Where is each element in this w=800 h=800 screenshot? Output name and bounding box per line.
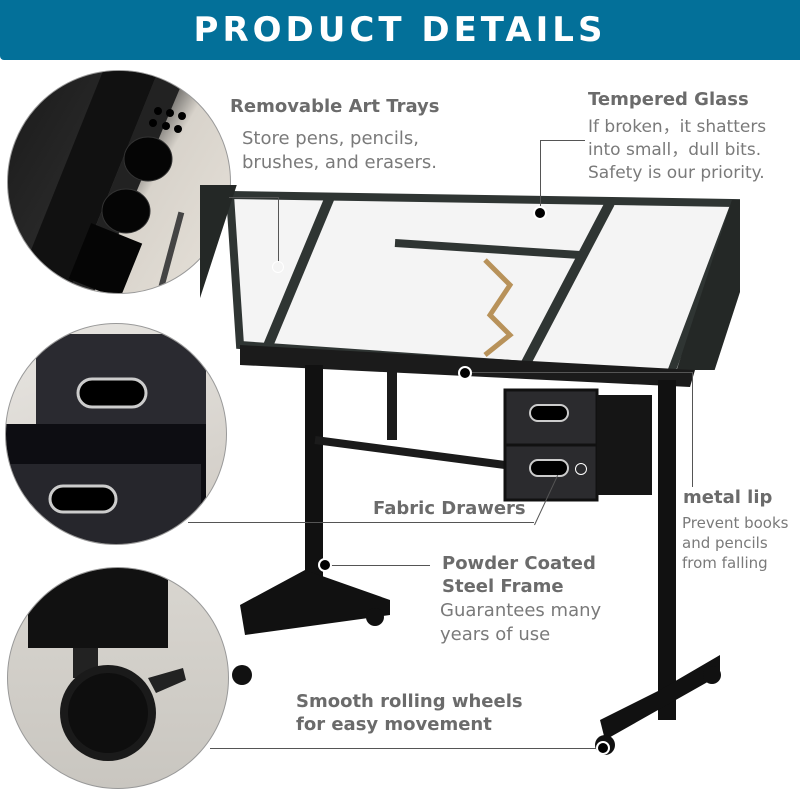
- wheel-closeup-image: [7, 567, 229, 789]
- drawers-illustration: [6, 334, 206, 544]
- feature-body-metal-lip: Prevent books and pencils from falling: [682, 514, 789, 572]
- callout-dot-glass: [533, 206, 547, 220]
- callout-line-glass-vertical: [540, 140, 541, 210]
- feature-title-metal-lip: metal lip: [683, 487, 773, 508]
- wheel-illustration: [28, 568, 186, 761]
- callout-line-glass: [540, 140, 585, 141]
- feature-title-glass: Tempered Glass: [588, 89, 749, 110]
- callout-line-wheels: [210, 748, 600, 749]
- feature-title-frame: Powder Coated Steel Frame: [442, 553, 596, 597]
- callout-line-art-trays-vertical: [278, 197, 279, 262]
- feature-title-wheels: Smooth rolling wheels for easy movement: [296, 691, 523, 735]
- feature-body-art-trays: Store pens, pencils, brushes, and eraser…: [242, 128, 437, 173]
- feature-title-drawers: Fabric Drawers: [373, 498, 526, 519]
- header-banner: PRODUCT DETAILS: [0, 0, 800, 60]
- callout-dot-drawers: [575, 463, 587, 475]
- callout-dot-frame: [318, 558, 332, 572]
- feature-body-glass: If broken，it shatters into small，dull bi…: [588, 117, 767, 183]
- drafting-table-image: [200, 185, 740, 755]
- callout-dot-art-trays: [272, 261, 284, 273]
- callout-line-metal-lip: [464, 372, 692, 373]
- feature-title-art-trays: Removable Art Trays: [230, 96, 440, 117]
- page-title: PRODUCT DETAILS: [193, 10, 607, 50]
- callout-line-frame: [325, 565, 430, 566]
- callout-line-drawers: [188, 522, 534, 523]
- art-tray-closeup-image: [7, 70, 231, 294]
- callout-dot-wheels: [596, 741, 610, 755]
- fabric-drawers-closeup-image: [5, 323, 227, 545]
- art-tray-illustration: [13, 71, 186, 293]
- callout-dot-metal-lip: [458, 366, 472, 380]
- feature-body-frame: Guarantees many years of use: [440, 600, 602, 645]
- callout-line-metal-lip-vertical: [692, 372, 693, 487]
- callout-line-art-trays: [229, 197, 278, 198]
